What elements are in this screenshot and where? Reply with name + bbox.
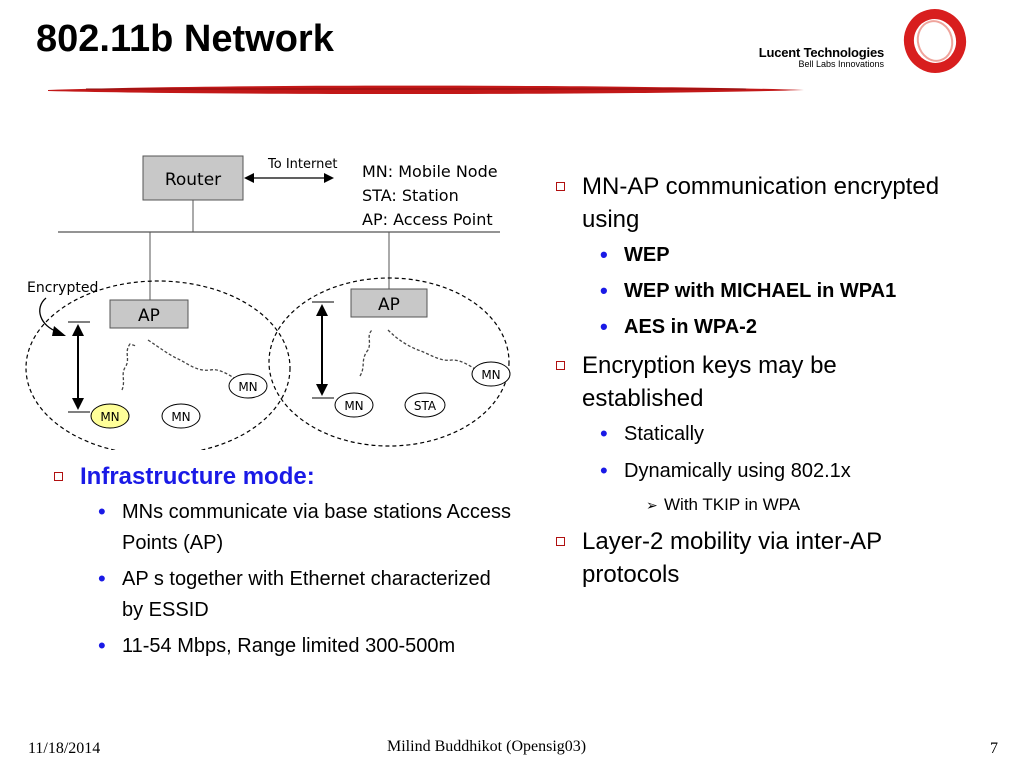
legend-mn: MN: Mobile Node: [362, 162, 498, 181]
lucent-ring-icon: [903, 9, 967, 73]
square-bullet-icon: [556, 349, 565, 382]
left-cell-boundary: [25, 280, 291, 450]
dot-bullet-icon: •: [98, 566, 106, 591]
footer-date: 11/18/2014: [28, 740, 101, 757]
legend-ap: AP: Access Point: [362, 210, 493, 229]
router-label: Router: [165, 170, 221, 190]
footer-author: Milind Buddhikot (Opensig03): [387, 738, 587, 755]
right-cell-boundary: [268, 277, 510, 447]
ap-right-label: AP: [378, 295, 400, 315]
dot-bullet-icon: •: [600, 278, 608, 303]
list-item: Encryption keys may be established: [548, 349, 958, 415]
list-item: • WEP: [548, 240, 958, 271]
list-item: Infrastructure mode:: [46, 460, 516, 493]
dot-bullet-icon: •: [600, 421, 608, 446]
left-signal-icon: [121, 339, 239, 391]
square-bullet-icon: [556, 170, 565, 203]
arrow-icon: [52, 326, 66, 336]
mn-node-label: MN: [344, 399, 363, 413]
list-item-text: Encryption keys may be established: [582, 352, 837, 412]
arrow-left-icon: [244, 173, 254, 183]
list-item-text: MN-AP communication encrypted using: [582, 173, 940, 233]
logo-company-name: Lucent Technologies: [758, 45, 884, 60]
arrow-bullet-icon: ➢: [646, 497, 658, 513]
list-item-text: Dynamically using 802.1x: [624, 460, 851, 482]
list-item: • AES in WPA-2: [548, 312, 958, 343]
legend-sta: STA: Station: [362, 186, 459, 205]
mn-node-label: MN: [171, 410, 190, 424]
lucent-logo-text: Lucent Technologies Bell Labs Innovation…: [744, 45, 884, 69]
dot-bullet-icon: •: [98, 499, 106, 524]
list-item-text: Statically: [624, 423, 705, 445]
mn-node: [161, 403, 201, 429]
list-item-text: MNs communicate via base stations Access…: [122, 501, 512, 554]
ap-left-label: AP: [138, 306, 160, 326]
list-item-text: WEP: [624, 244, 670, 266]
square-bullet-icon: [556, 525, 565, 558]
ap-right-box: [350, 288, 428, 318]
slide-title: 802.11b Network: [36, 18, 334, 60]
mn-node: [228, 373, 268, 399]
logo-tagline: Bell Labs Innovations: [798, 59, 884, 69]
encryption-list: MN-AP communication encrypted using • WEP…: [548, 170, 958, 591]
dot-bullet-icon: •: [98, 633, 106, 658]
list-item: ➢ With TKIP in WPA: [548, 493, 958, 517]
infrastructure-heading: Infrastructure mode:: [80, 463, 315, 490]
network-diagram: Router To Internet MN: Mobile Node STA: …: [25, 155, 511, 450]
mn-node-label: MN: [238, 380, 257, 394]
mn-node: [471, 361, 511, 387]
list-item: Layer-2 mobility via inter-AP protocols: [548, 525, 958, 591]
title-underline-brush: [48, 85, 804, 94]
list-item: • 11-54 Mbps, Range limited 300-500m: [46, 631, 516, 662]
list-item: MN-AP communication encrypted using: [548, 170, 958, 236]
list-item-text: 11-54 Mbps, Range limited 300-500m: [122, 635, 456, 657]
sta-node-label: STA: [414, 399, 437, 413]
list-item: • Statically: [548, 419, 958, 450]
dot-bullet-icon: •: [600, 242, 608, 267]
list-item: • WEP with MICHAEL in WPA1: [548, 276, 958, 307]
arrow-right-icon: [324, 173, 334, 183]
list-item: • AP s together with Ethernet characteriz…: [46, 564, 516, 626]
list-item-text: AES in WPA-2: [624, 316, 757, 338]
right-signal-icon: [359, 329, 481, 377]
dot-bullet-icon: •: [600, 314, 608, 339]
encrypted-pointer: [39, 297, 59, 333]
mn-node-label: MN: [481, 368, 500, 382]
mn-node-highlighted: [90, 403, 130, 429]
ap-left-box: [109, 299, 189, 329]
mn-node-label: MN: [100, 410, 119, 424]
list-item: • Dynamically using 802.1x: [548, 456, 958, 487]
list-item: • MNs communicate via base stations Acces…: [46, 497, 516, 559]
square-bullet-icon: [54, 460, 63, 493]
infrastructure-list: Infrastructure mode: • MNs communicate vi…: [46, 460, 516, 662]
dot-bullet-icon: •: [600, 458, 608, 483]
list-item-text: AP s together with Ethernet characterize…: [122, 568, 491, 621]
list-item-text: WEP with MICHAEL in WPA1: [624, 280, 897, 302]
list-item-text: With TKIP in WPA: [664, 495, 801, 514]
encrypted-label: Encrypted: [27, 280, 98, 296]
mn-node: [334, 392, 374, 418]
page-number: 7: [990, 740, 998, 757]
sta-node: [404, 392, 446, 418]
list-item-text: Layer-2 mobility via inter-AP protocols: [582, 528, 882, 588]
to-internet-label: To Internet: [267, 157, 337, 172]
